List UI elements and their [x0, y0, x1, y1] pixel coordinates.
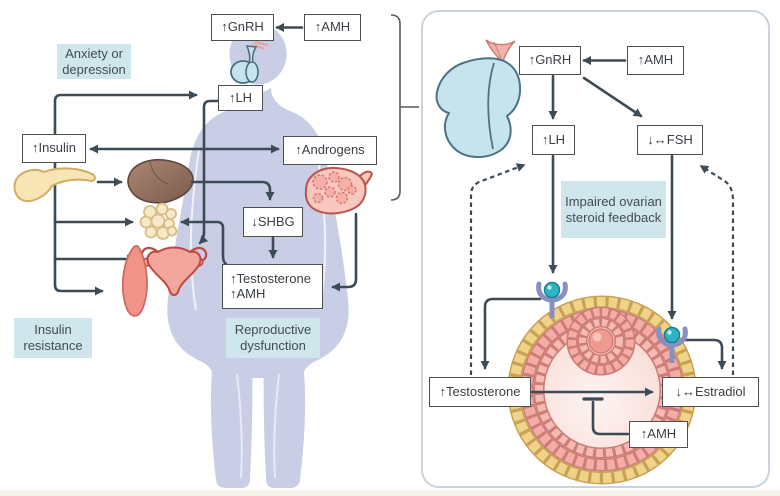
box-testosterone-amh: ↑Testosterone ↑AMH — [222, 264, 323, 309]
box-insulin: ↑Insulin — [22, 134, 86, 163]
box-androgens: ↑Androgens — [283, 136, 377, 165]
dashed-feedback-testosterone-lh — [469, 163, 526, 375]
arrow-ovary-to-testosterone — [331, 212, 358, 292]
tag-impaired-feedback: Impaired ovarian steroid feedback — [561, 181, 666, 238]
box-shbg: ↓SHBG — [243, 207, 303, 237]
adipose-tissue — [139, 202, 178, 240]
box-testosterone-right: ↑Testosterone — [429, 377, 531, 407]
liver-organ — [127, 159, 194, 204]
box-amh-left: ↑AMH — [304, 14, 361, 41]
uterus-organ — [140, 246, 208, 296]
cumulus-oocyte — [566, 306, 636, 376]
tag-anxiety-depression: Anxiety or depression — [57, 44, 131, 79]
arrow-gnrh-to-fsh — [582, 76, 643, 118]
arrow-lh-to-uterus — [198, 99, 220, 245]
tag-reproductive-dysfunction: Reproductive dysfunction — [226, 318, 320, 358]
dashed-feedback-estradiol-fsh — [699, 165, 735, 375]
arrow-liver-to-shbg — [190, 180, 275, 201]
pituitary-small — [230, 40, 269, 84]
box-lh-right: ↑LH — [532, 125, 575, 155]
right-panel-arrows — [469, 56, 735, 436]
inhibition-amh-line — [591, 400, 630, 436]
connector-bracket — [390, 14, 419, 201]
tag-insulin-resistance: Insulin resistance — [14, 318, 92, 358]
arrow-testosterone-to-fat — [180, 217, 228, 266]
box-lh-left: ↑LH — [218, 85, 263, 111]
box-fsh: ↓↔FSH — [637, 125, 703, 155]
muscle-organ — [121, 244, 148, 317]
ovary-organ — [304, 166, 373, 215]
insulin-to-organs-arrows — [53, 161, 136, 296]
arrow-receptor-to-testosterone — [480, 297, 542, 370]
box-amh-bottom: ↑AMH — [629, 421, 688, 448]
arrow-receptor-to-estradiol — [684, 338, 727, 370]
box-gnrh-left: ↑GnRH — [211, 14, 274, 41]
box-gnrh-right: ↑GnRH — [519, 46, 581, 75]
testosterone-line: ↑Testosterone — [230, 270, 311, 286]
page-edge-shadow — [0, 490, 780, 496]
box-estradiol: ↓↔Estradiol — [662, 377, 759, 407]
left-panel-arrows — [53, 23, 358, 292]
amh-line: ↑AMH — [230, 285, 266, 301]
pancreas-organ — [13, 167, 96, 202]
pituitary-large — [435, 39, 522, 158]
arrow-insulin-to-lh — [53, 90, 198, 136]
box-amh-right: ↑AMH — [627, 46, 684, 75]
